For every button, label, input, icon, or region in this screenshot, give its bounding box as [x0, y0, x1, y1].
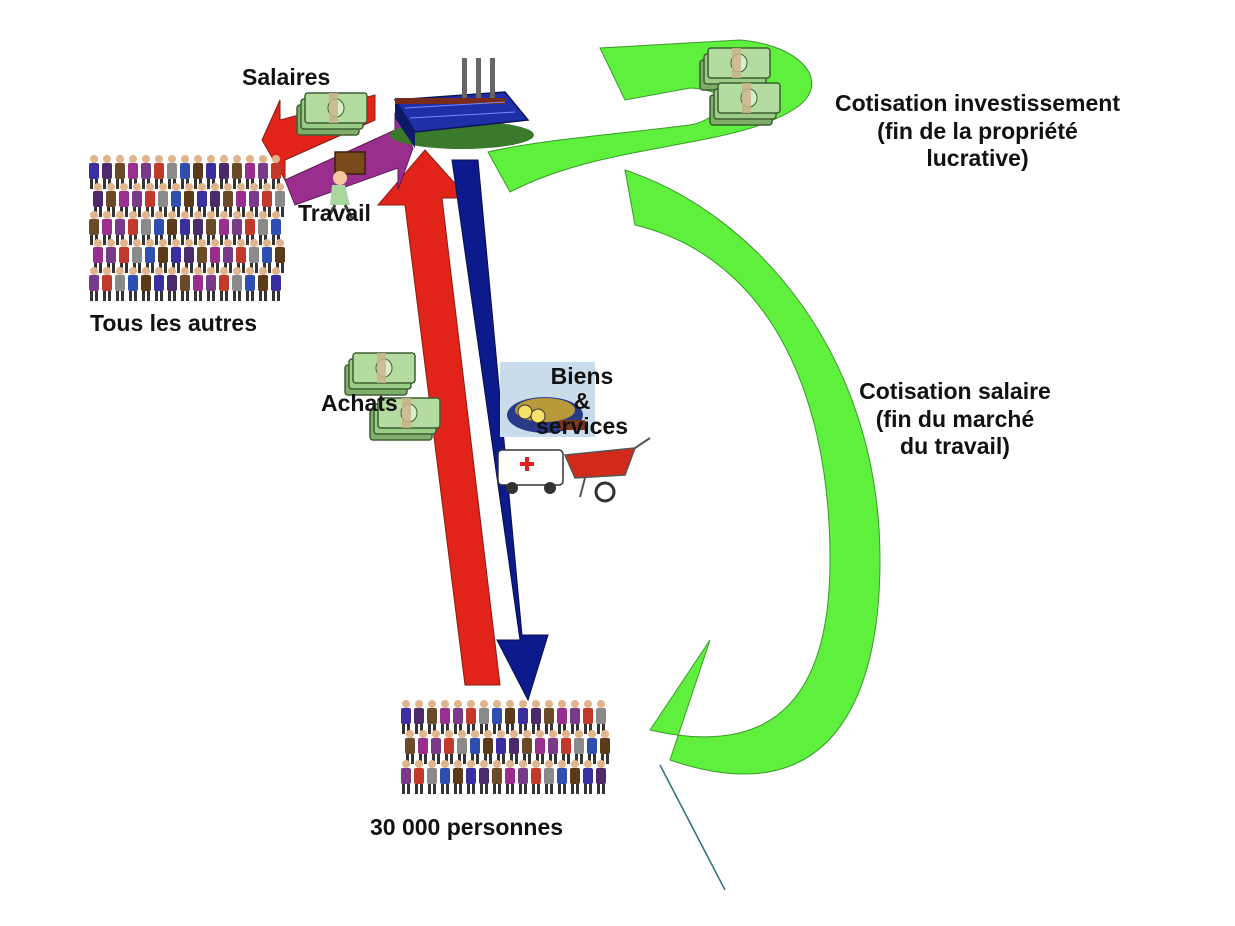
crowd-person	[470, 730, 480, 764]
crowd-person	[531, 760, 541, 794]
crowd-person	[496, 730, 506, 764]
worker-carrying-box-icon	[326, 151, 366, 219]
crowd-person	[418, 730, 428, 764]
crowd-person	[570, 700, 580, 734]
crowd-person	[570, 760, 580, 794]
crowd-person	[596, 760, 606, 794]
crowd-person	[128, 267, 138, 301]
crowd-person	[401, 760, 411, 794]
crowd-person	[245, 267, 255, 301]
money-stack-icon	[344, 352, 416, 396]
crowd-person	[518, 760, 528, 794]
crowd-person	[544, 760, 554, 794]
crowd-person	[583, 700, 593, 734]
travail-label: Travail	[298, 200, 371, 226]
crowd-person	[440, 700, 450, 734]
cotisation-salaire-label: Cotisation salaire (fin du marché du tra…	[859, 378, 1051, 460]
crowd-icon	[401, 700, 610, 794]
crowd-person	[583, 760, 593, 794]
crowd-person	[444, 730, 454, 764]
personnes-label: 30 000 personnes	[370, 814, 564, 840]
crowd-person	[561, 730, 571, 764]
crowd-person	[483, 730, 493, 764]
crowd-person	[453, 760, 463, 794]
crowd-person	[180, 267, 190, 301]
crowd-person	[466, 760, 476, 794]
crowd-person	[518, 700, 528, 734]
crowd-person	[492, 700, 502, 734]
crowd-person	[431, 730, 441, 764]
salaires-label: Salaires	[242, 64, 331, 90]
crowd-person	[427, 700, 437, 734]
crowd-person	[457, 730, 467, 764]
crowd-person	[479, 760, 489, 794]
factory-icon	[390, 58, 534, 149]
money-stack-icon	[296, 92, 368, 136]
crowd-person	[206, 267, 216, 301]
crowd-person	[414, 700, 424, 734]
crowd-person	[544, 700, 554, 734]
crowd-person	[405, 730, 415, 764]
crowd-person	[258, 267, 268, 301]
money-stack-icon	[709, 82, 781, 126]
crowd-person	[193, 267, 203, 301]
crowd-person	[596, 700, 606, 734]
crowd-person	[509, 730, 519, 764]
crowd-person	[271, 267, 281, 301]
crowd-person	[479, 700, 489, 734]
crowd-person	[522, 730, 532, 764]
crowd-icon	[89, 155, 285, 301]
crowd-person	[141, 267, 151, 301]
tous-les-autres-label: Tous les autres	[90, 310, 258, 336]
crowd-person	[453, 700, 463, 734]
crowd-person	[102, 267, 112, 301]
goods-food-icon	[500, 362, 595, 437]
crowd-person	[427, 760, 437, 794]
cotisation-salaire-arrow	[624, 169, 881, 775]
crowd-person	[115, 267, 125, 301]
crowd-person	[89, 267, 99, 301]
crowd-person	[574, 730, 584, 764]
crowd-person	[440, 760, 450, 794]
crowd-person	[401, 700, 411, 734]
crowd-person	[505, 760, 515, 794]
wheelbarrow-icon	[563, 437, 651, 503]
crowd-person	[535, 730, 545, 764]
crowd-person	[587, 730, 597, 764]
biens-services-label: Biens & services	[535, 363, 629, 439]
crowd-person	[232, 267, 242, 301]
crowd-person	[466, 700, 476, 734]
crowd-person	[492, 760, 502, 794]
crowd-person	[505, 700, 515, 734]
crowd-person	[167, 267, 177, 301]
crowd-person	[557, 760, 567, 794]
crowd-person	[414, 760, 424, 794]
crowd-person	[531, 700, 541, 734]
crowd-person	[154, 267, 164, 301]
crowd-person	[219, 267, 229, 301]
cotisation-investissement-label: Cotisation investissement (fin de la pro…	[834, 90, 1121, 172]
crowd-person	[548, 730, 558, 764]
crowd-person	[557, 700, 567, 734]
achats-label: Achats	[321, 390, 398, 416]
annotation-line	[659, 764, 726, 891]
crowd-person	[600, 730, 610, 764]
ambulance-icon	[497, 449, 564, 494]
